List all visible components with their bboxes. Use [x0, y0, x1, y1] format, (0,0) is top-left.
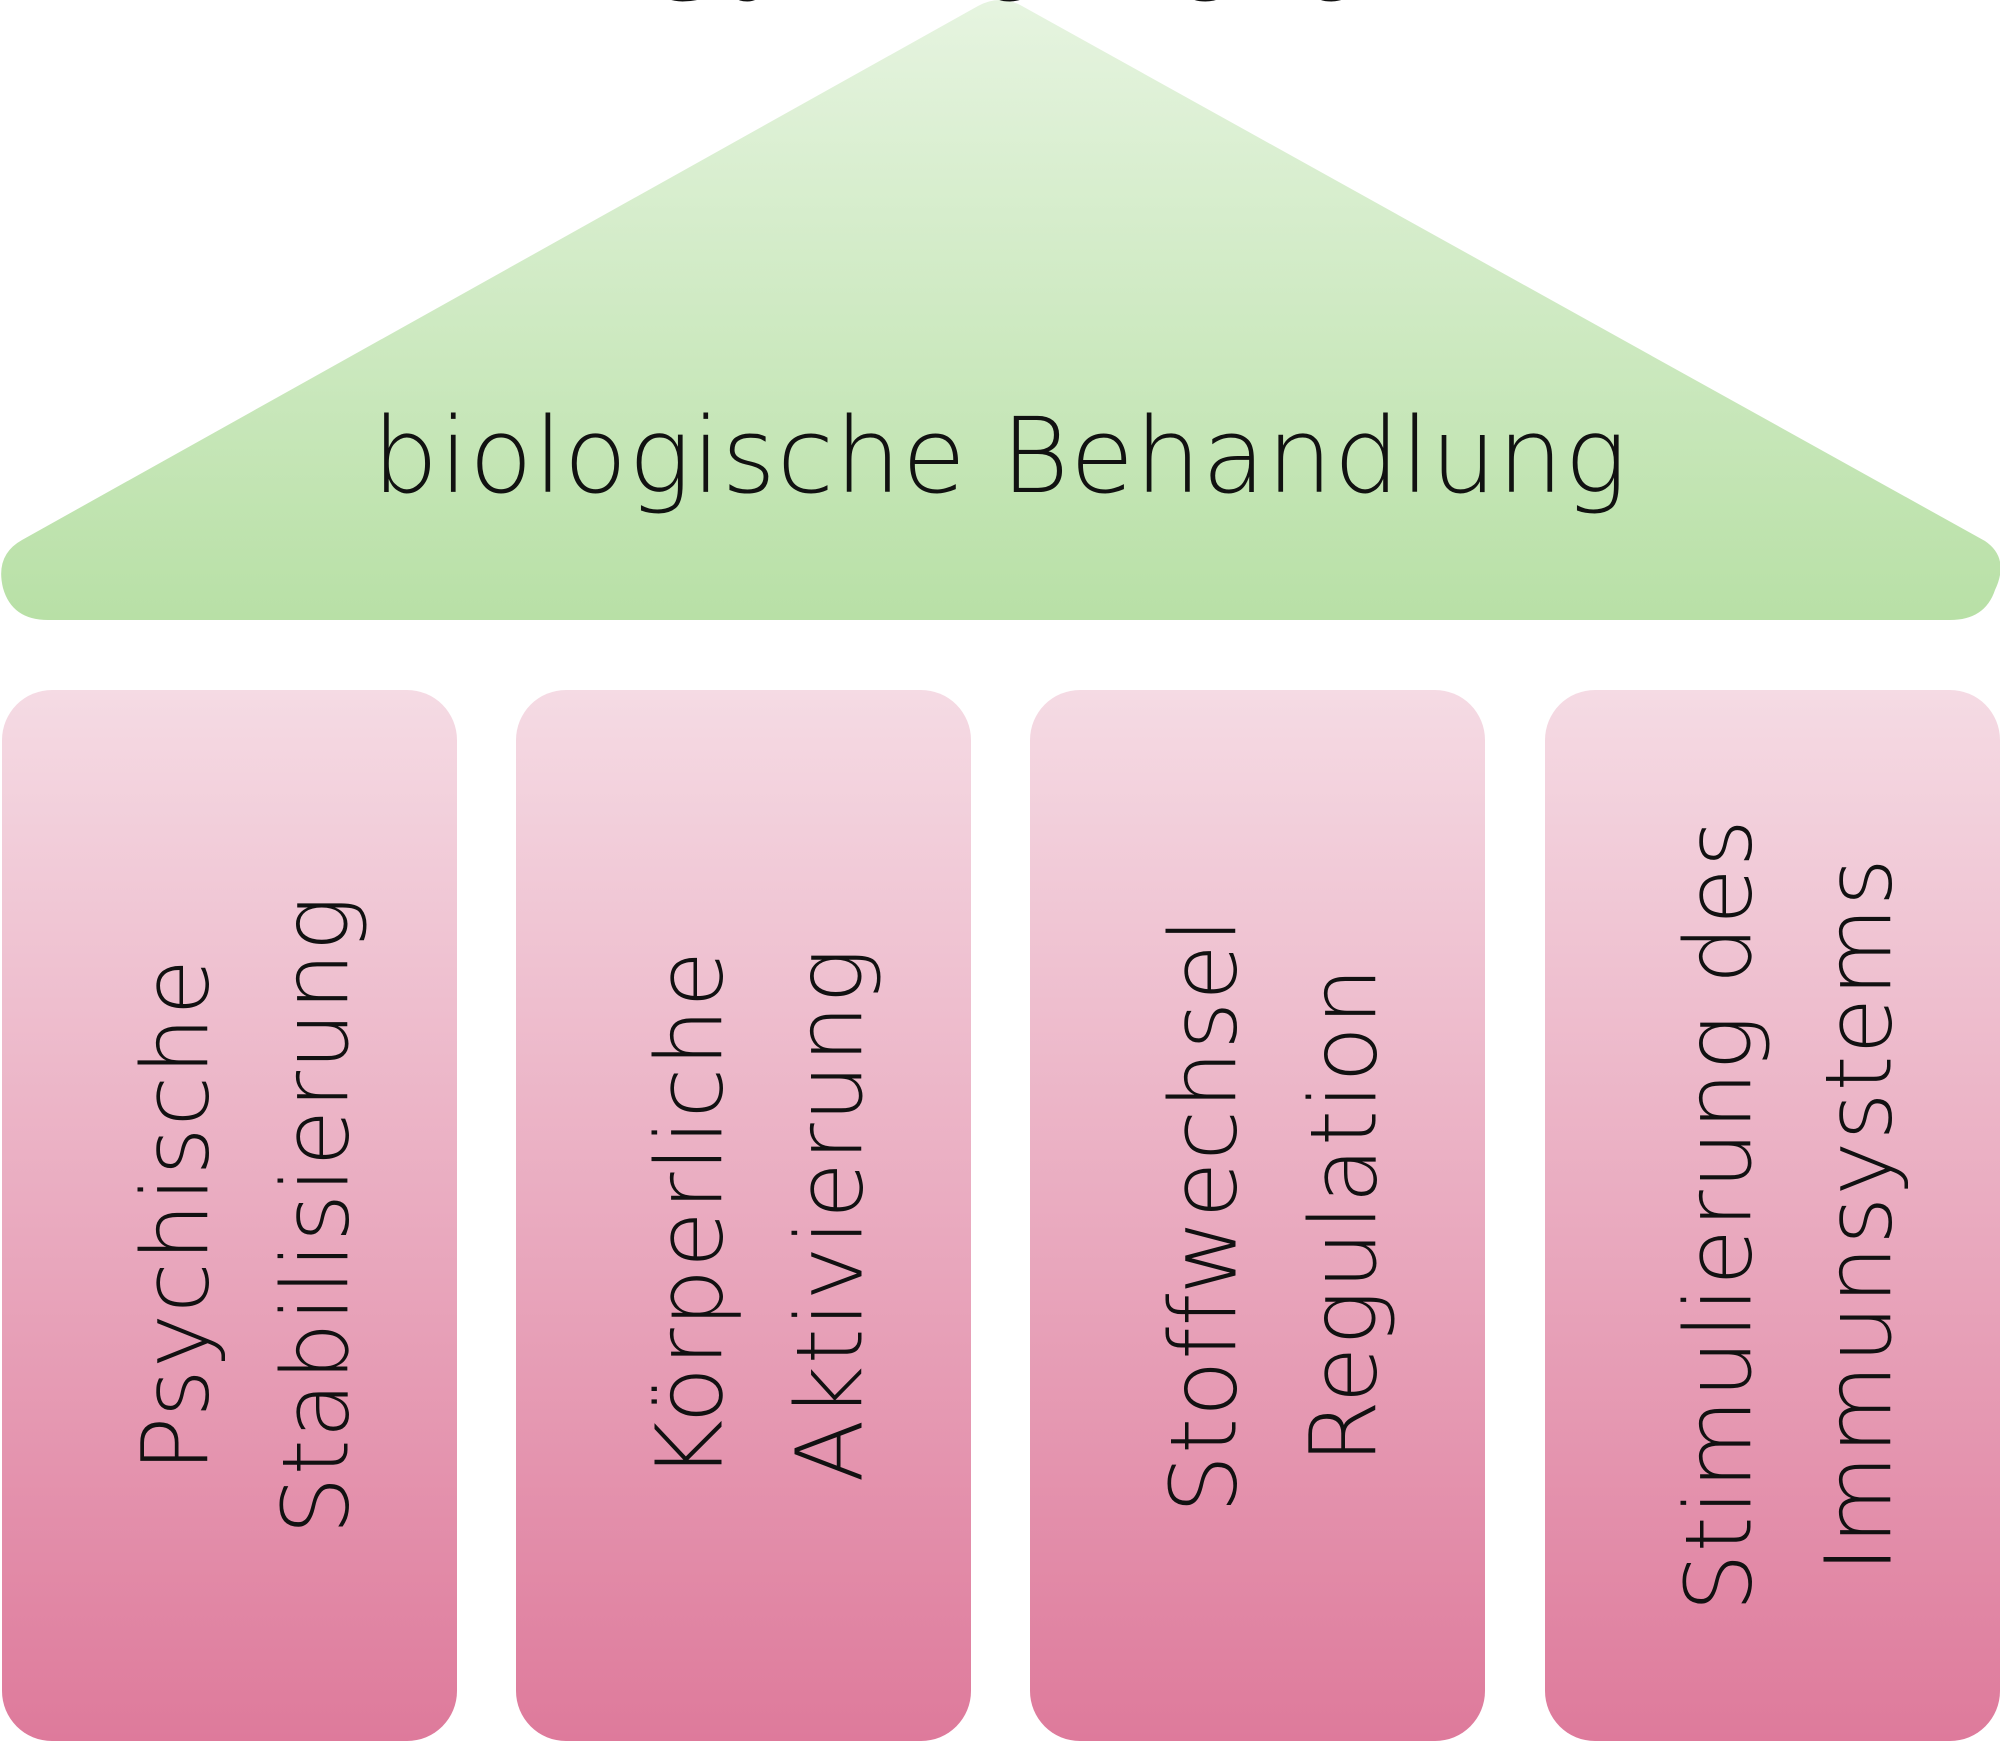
pillar-label-line-2: Aktivierung — [777, 947, 884, 1482]
pillar-shape — [516, 690, 971, 1741]
pillar-label-line-1: Psychische — [123, 958, 230, 1472]
pillar-4: Stimulierung des Immunsystems — [1545, 690, 2000, 1741]
roof-title-line-1: Ganzheitliche — [639, 0, 1361, 25]
pillar-shape — [1030, 690, 1485, 1741]
pillar-3: Stoffwechsel Regulation — [1030, 690, 1485, 1741]
pillar-label-line-1: Stimulierung des — [1666, 818, 1773, 1612]
pillar-2: Körperliche Aktivierung — [516, 690, 971, 1741]
pillar-label-line-1: Stoffwechsel — [1151, 917, 1258, 1514]
pillar-label-line-1: Körperliche — [637, 950, 744, 1480]
pillar-shape — [2, 690, 457, 1741]
roof: Ganzheitliche biologische Behandlung — [1, 0, 2000, 620]
pillar-1: Psychische Stabilisierung — [2, 690, 457, 1741]
pillar-label-line-2: Stabilisierung — [263, 895, 370, 1535]
roof-title-line-2: biologische Behandlung — [372, 395, 1627, 517]
pillar-label-line-2: Immunsystems — [1806, 857, 1913, 1573]
pillar-shape — [1545, 690, 2000, 1741]
pillar-label-line-2: Regulation — [1291, 966, 1398, 1464]
roof-shape — [1, 0, 2000, 620]
